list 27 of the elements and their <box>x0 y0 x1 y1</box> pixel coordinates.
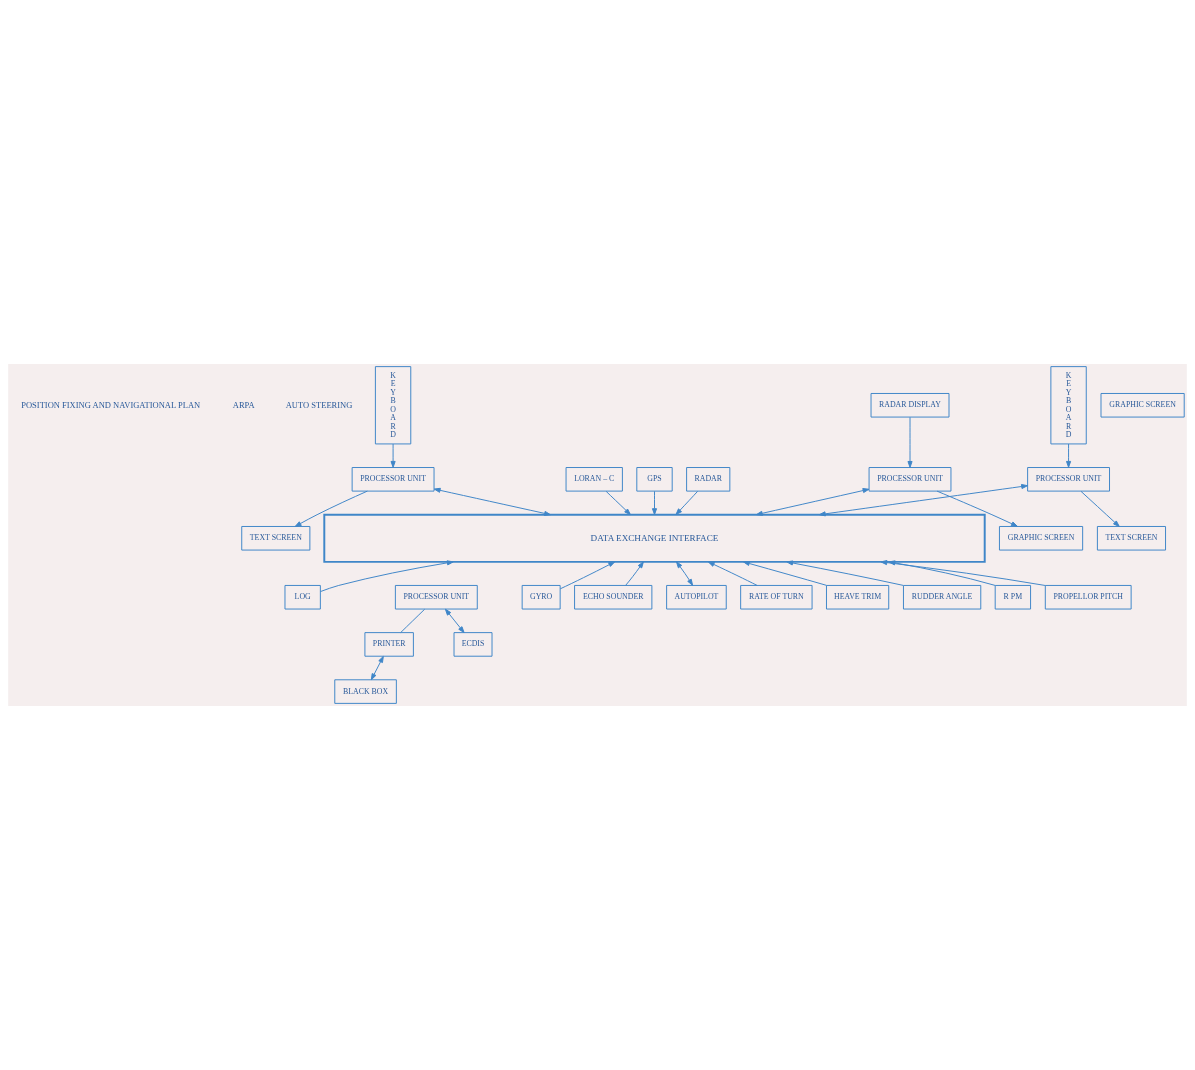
arrow <box>625 561 644 586</box>
arrow <box>818 483 1029 517</box>
arrow <box>1066 443 1072 468</box>
arrow <box>888 560 996 586</box>
arrow <box>1080 490 1120 527</box>
arrow <box>936 490 1018 527</box>
arrow <box>294 490 368 527</box>
label: POSITION FIXING AND NAVIGATIONAL PLAN <box>21 399 201 410</box>
arrow <box>676 561 694 586</box>
arrow <box>433 487 551 516</box>
arrow <box>880 560 1046 586</box>
arrow <box>755 488 870 516</box>
arrow <box>675 490 699 516</box>
arrow <box>390 443 396 468</box>
arrow <box>559 561 616 590</box>
arrow <box>907 416 913 468</box>
arrow <box>320 560 454 592</box>
connector <box>400 608 426 634</box>
arrow <box>707 561 758 586</box>
label: ARPA <box>232 399 255 410</box>
arrow <box>605 490 631 516</box>
arrow <box>743 561 827 586</box>
arrow <box>444 608 465 634</box>
arrow <box>651 490 658 516</box>
arrow <box>786 560 904 586</box>
label: AUTO STEERING <box>285 399 353 410</box>
arrow <box>370 655 384 681</box>
